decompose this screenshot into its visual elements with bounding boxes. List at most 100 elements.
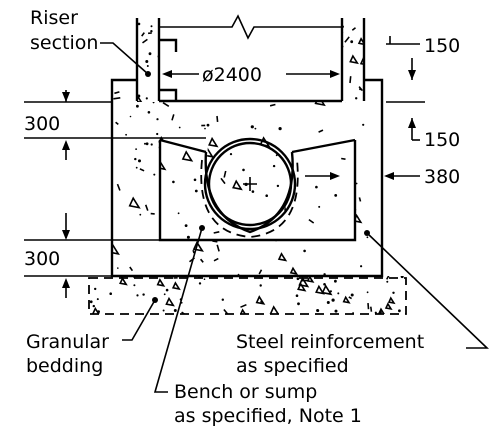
dim-150-top: 150	[424, 35, 460, 57]
concrete-speck	[129, 266, 134, 272]
concrete-speck	[178, 126, 181, 129]
riser-label-line1: Riser	[30, 7, 78, 29]
bench-label-line1: Bench or sump	[174, 381, 317, 403]
concrete-speck	[277, 252, 288, 262]
dim-300-top: 300	[24, 113, 60, 135]
concrete-speck	[334, 194, 338, 197]
concrete-speck	[112, 243, 120, 256]
concrete-speck	[198, 282, 202, 285]
concrete-speck	[145, 142, 149, 146]
concrete-speck	[109, 292, 112, 296]
concrete-speck	[315, 185, 318, 189]
concrete-speck	[142, 293, 145, 296]
granular-bedding	[88, 277, 407, 315]
concrete-speck	[171, 220, 178, 227]
diameter-dimension	[162, 70, 340, 78]
concrete-speck	[342, 295, 351, 304]
concrete-speck	[315, 284, 325, 295]
concrete-speck	[150, 143, 153, 146]
concrete-speck	[295, 294, 299, 298]
concrete-speck	[142, 38, 148, 44]
riser-label-line2: section	[30, 32, 98, 54]
concrete-speck	[289, 266, 299, 275]
concrete-speck	[139, 168, 145, 172]
concrete-speck	[355, 97, 358, 100]
riser-section	[135, 14, 366, 102]
concrete-speck	[136, 294, 139, 297]
concrete-speck	[186, 235, 190, 239]
concrete-speck	[91, 306, 100, 314]
diameter-label: ø2400	[202, 64, 262, 86]
concrete-speck	[348, 296, 353, 300]
concrete-speck	[323, 283, 326, 286]
concrete-speck	[318, 129, 324, 133]
concrete-speck	[114, 91, 120, 95]
concrete-speck	[242, 168, 245, 172]
concrete-speck	[160, 161, 167, 171]
concrete-speck	[265, 194, 269, 197]
concrete-speck	[117, 267, 119, 269]
concrete-speck	[258, 269, 263, 275]
concrete-speck	[194, 189, 198, 193]
concrete-speck	[385, 276, 390, 280]
concrete-speck	[135, 148, 138, 151]
concrete-speck	[125, 133, 127, 136]
left-dimensions	[24, 90, 206, 298]
dim-380: 380	[424, 166, 460, 188]
concrete-speck	[387, 296, 396, 305]
concrete-speck	[359, 55, 364, 65]
concrete-speck	[203, 278, 206, 281]
concrete-speck	[311, 190, 320, 198]
concrete-speck	[145, 97, 148, 100]
concrete-speck	[146, 65, 149, 67]
concrete-speck	[129, 115, 132, 118]
concrete-speck	[171, 114, 175, 121]
concrete-speck	[316, 309, 320, 312]
concrete-speck	[216, 244, 220, 252]
granular-label-line1: Granular	[26, 331, 109, 353]
concrete-speck	[214, 233, 217, 237]
concrete-speck	[370, 306, 373, 312]
concrete-speck	[351, 27, 356, 31]
concrete-speck	[344, 99, 347, 103]
concrete-speck	[345, 207, 348, 210]
concrete-speck	[187, 80, 191, 82]
concrete-speck	[334, 223, 338, 228]
concrete-speck	[156, 278, 166, 287]
concrete-speck	[321, 284, 333, 296]
concrete-speck	[255, 295, 266, 305]
concrete-speck	[137, 22, 141, 26]
concrete-speck	[343, 165, 347, 168]
concrete-speck	[96, 298, 99, 301]
concrete-speck	[135, 166, 138, 169]
steel-label-line1: Steel reinforcement	[236, 331, 424, 353]
concrete-speck	[269, 103, 276, 107]
concrete-speck	[308, 218, 315, 224]
concrete-speck	[163, 293, 166, 296]
concrete-speck	[147, 111, 151, 114]
concrete-speck	[313, 232, 316, 235]
concrete-speck	[366, 236, 369, 239]
concrete-speck	[281, 181, 291, 190]
concrete-speck	[144, 142, 146, 145]
concrete-speck	[162, 309, 165, 312]
concrete-speck	[198, 143, 203, 147]
concrete-speck	[115, 121, 119, 126]
concrete-speck	[128, 196, 141, 209]
concrete-speck	[329, 290, 332, 293]
concrete-speck	[204, 127, 206, 130]
concrete-speck	[386, 280, 389, 283]
right-dimensions	[305, 36, 425, 180]
pipe-section	[203, 137, 297, 231]
concrete-speck	[278, 127, 282, 131]
concrete-speck	[326, 301, 330, 304]
concrete-speck	[92, 304, 96, 308]
concrete-speck	[229, 153, 233, 156]
concrete-speck	[221, 298, 224, 301]
concrete-speck	[400, 276, 404, 279]
concrete-speck	[297, 302, 300, 306]
concrete-speck	[269, 172, 280, 183]
concrete-speck	[379, 311, 382, 314]
concrete-speck	[362, 123, 365, 126]
concrete-speck	[235, 204, 245, 213]
